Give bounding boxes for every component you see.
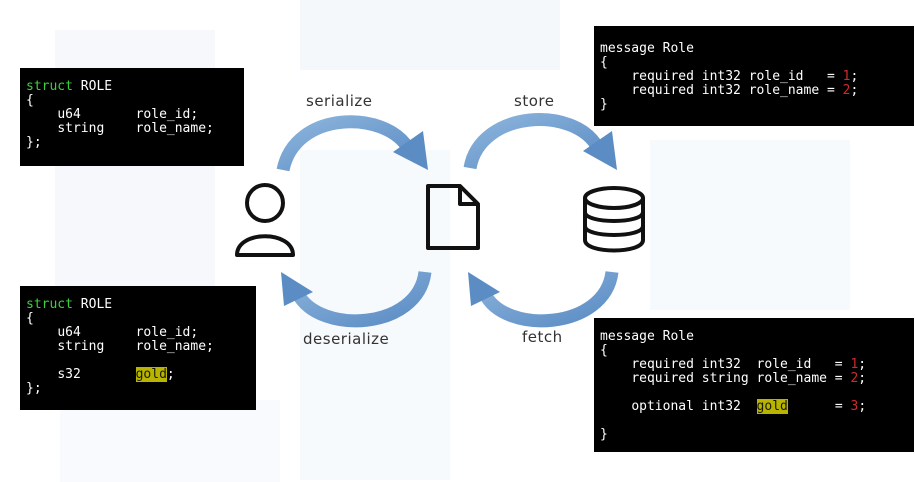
struct-name: ROLE [80, 297, 113, 312]
field-decl: required int32 role_id = [631, 69, 843, 84]
file-icon [426, 184, 480, 250]
field-terminator: ; [850, 69, 859, 84]
struct-role-v1: struct ROLE { u64 role_id; string role_na… [20, 68, 244, 166]
user-icon [235, 183, 295, 257]
close-brace: }; [26, 135, 42, 150]
close-brace: }; [26, 381, 42, 396]
open-brace: { [26, 93, 34, 108]
close-brace: } [600, 97, 608, 112]
field-type: string [57, 121, 105, 136]
field-type: u64 [57, 325, 81, 340]
field-type: s32 [57, 367, 81, 382]
struct-keyword: struct [26, 297, 73, 312]
close-brace: } [600, 427, 608, 442]
field-name: role_id; [135, 325, 199, 340]
open-brace: { [600, 55, 608, 70]
fetch-label: fetch [522, 328, 563, 346]
field-type: string [57, 339, 105, 354]
serialize-arrow [276, 115, 428, 172]
field-number: 2 [842, 83, 851, 98]
field-decl: optional int32 [631, 399, 757, 414]
background-shape [650, 140, 850, 310]
struct-keyword: struct [26, 79, 73, 94]
field-terminator: ; [166, 367, 175, 382]
field-name: role_name; [135, 121, 214, 136]
field-type: u64 [57, 107, 81, 122]
deserialize-arrow [281, 270, 432, 328]
field-decl: required int32 role_name = [631, 83, 843, 98]
field-decl: required int32 role_id = [631, 357, 851, 372]
proto-message-v1: message Role{ required int32 role_id = 1… [594, 26, 914, 126]
field-name: role_name; [135, 339, 214, 354]
background-shape [60, 400, 280, 482]
field-terminator: ; [858, 357, 867, 372]
field-terminator: ; [858, 399, 867, 414]
struct-name: ROLE [80, 79, 113, 94]
message-header: message Role [600, 41, 694, 56]
highlighted-field-gold: gold [135, 367, 167, 382]
store-arrow [463, 113, 617, 170]
field-name: role_id; [135, 107, 199, 122]
fetch-arrow [468, 270, 619, 328]
open-brace: { [600, 343, 608, 358]
field-decl: required string role_name = [631, 371, 851, 386]
field-decl: = [787, 399, 851, 414]
field-terminator: ; [858, 371, 867, 386]
message-header: message Role [600, 329, 694, 344]
field-number: 2 [850, 371, 859, 386]
struct-role-v2: struct ROLE { u64 role_id; string role_na… [20, 286, 256, 410]
proto-message-v2: message Role{ required int32 role_id = 1… [594, 318, 914, 452]
database-icon [583, 186, 645, 253]
highlighted-field-gold: gold [756, 399, 788, 414]
field-number: 3 [850, 399, 859, 414]
background-shape [300, 0, 560, 70]
field-number: 1 [842, 69, 851, 84]
field-terminator: ; [850, 83, 859, 98]
store-label: store [514, 92, 555, 110]
field-number: 1 [850, 357, 859, 372]
open-brace: { [26, 311, 34, 326]
serialize-label: serialize [306, 92, 373, 110]
deserialize-label: deserialize [303, 330, 390, 348]
